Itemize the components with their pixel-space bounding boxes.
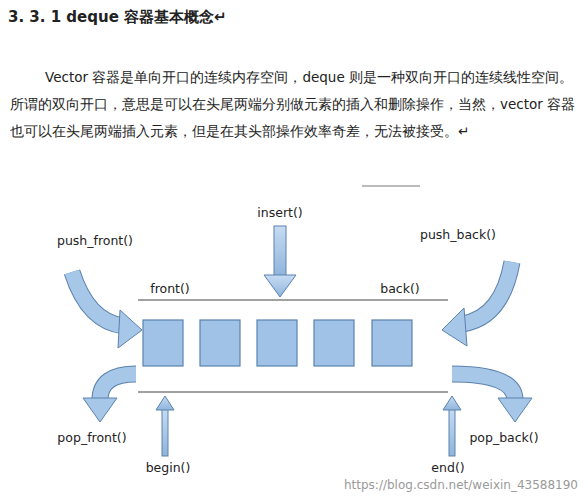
rail-bottom bbox=[138, 391, 448, 392]
element-boxes bbox=[143, 320, 412, 366]
method-label: begin() bbox=[146, 460, 191, 475]
method-label: end() bbox=[431, 460, 464, 475]
watermark: https://blog.csdn.net/weixin_43588190 bbox=[344, 478, 578, 492]
block-arrows bbox=[72, 226, 532, 456]
method-label: insert() bbox=[257, 205, 302, 220]
method-label: push_back() bbox=[420, 227, 496, 242]
method-label: back() bbox=[380, 281, 419, 296]
section-title: 3. 3. 1 deque 容器基本概念↵ bbox=[8, 8, 227, 27]
body-paragraph: Vector 容器是单向开口的连续内存空间，deque 则是一种双向开口的连续线… bbox=[10, 64, 578, 145]
method-label: pop_back() bbox=[469, 430, 538, 445]
separator bbox=[362, 185, 420, 187]
method-label: front() bbox=[150, 281, 190, 296]
method-label: pop_front() bbox=[57, 430, 126, 445]
method-label: push_front() bbox=[57, 233, 133, 248]
rail-top bbox=[138, 299, 448, 300]
